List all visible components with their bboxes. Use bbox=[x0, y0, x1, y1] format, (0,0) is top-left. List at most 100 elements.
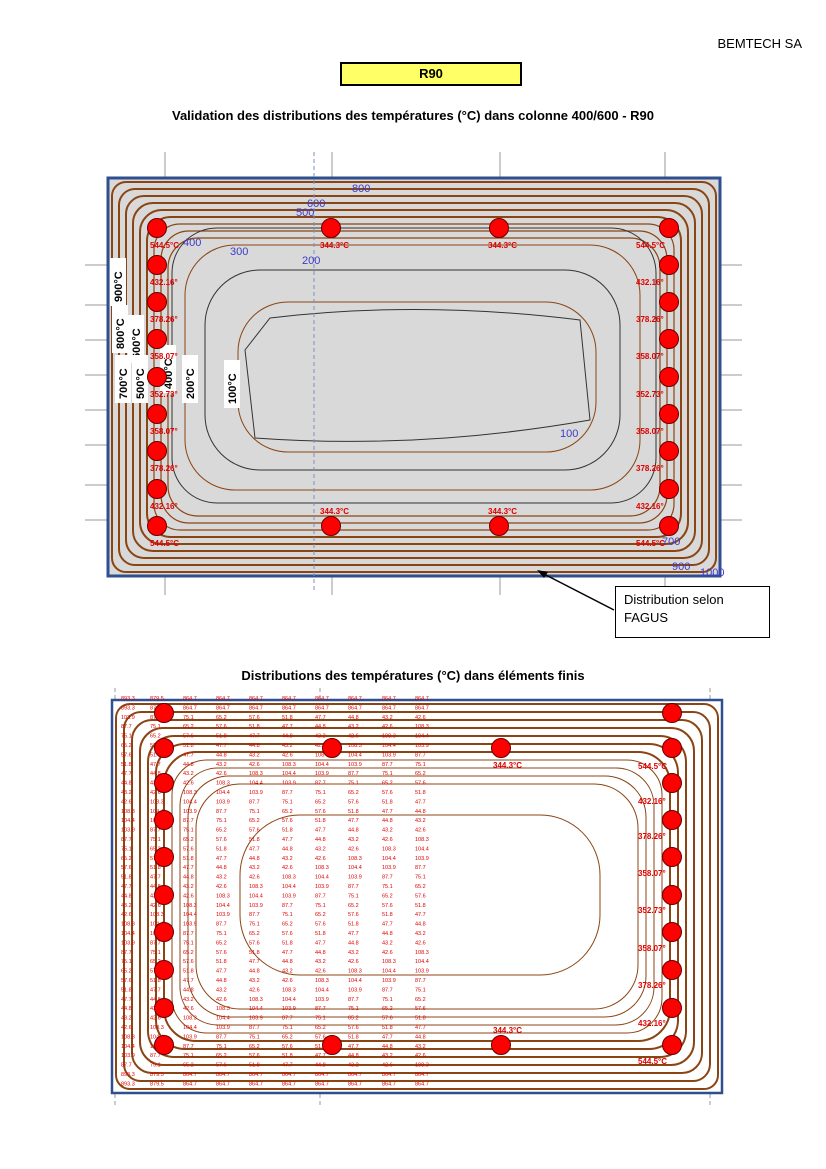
fe-value: 51.8 bbox=[415, 790, 426, 796]
fe-value: 104.4 bbox=[282, 997, 296, 1003]
temp-label-right: 378.26° bbox=[638, 981, 666, 990]
fe-value: 51.8 bbox=[382, 799, 393, 805]
fe-value: 87.7 bbox=[121, 1063, 132, 1069]
fe-value: 864.7 bbox=[183, 705, 197, 711]
fe-value: 47.7 bbox=[183, 752, 194, 758]
fe-value: 51.8 bbox=[249, 837, 260, 843]
fe-value: 108.3 bbox=[282, 875, 296, 881]
fe-value: 42.6 bbox=[415, 940, 426, 946]
rebar-dot bbox=[154, 773, 174, 793]
rebar-dot bbox=[154, 998, 174, 1018]
fe-value: 103.9 bbox=[121, 715, 135, 721]
callout-arrowhead bbox=[537, 570, 548, 578]
rebar-dot bbox=[662, 738, 682, 758]
fe-value: 87.7 bbox=[216, 1034, 227, 1040]
fe-value: 893.3 bbox=[121, 696, 135, 702]
fe-value: 47.7 bbox=[315, 1053, 326, 1059]
temp-label-right: 544.5°C bbox=[638, 1057, 667, 1066]
fe-value: 43.2 bbox=[382, 940, 393, 946]
fe-value: 103.9 bbox=[382, 865, 396, 871]
fe-value: 44.8 bbox=[348, 828, 359, 834]
fe-value: 47.7 bbox=[249, 959, 260, 965]
fe-value: 87.7 bbox=[216, 809, 227, 815]
fe-value: 104.4 bbox=[121, 931, 135, 937]
rebar-dot bbox=[321, 516, 341, 536]
fe-value: 104.4 bbox=[150, 922, 164, 928]
fe-value: 87.7 bbox=[415, 978, 426, 984]
fe-value: 87.7 bbox=[348, 884, 359, 890]
fe-value: 47.7 bbox=[183, 865, 194, 871]
fe-value: 47.7 bbox=[415, 1025, 426, 1031]
rebar-dot bbox=[662, 703, 682, 723]
fe-value: 103.9 bbox=[183, 922, 197, 928]
fe-value: 43.2 bbox=[282, 743, 293, 749]
fe-value: 864.7 bbox=[348, 1072, 362, 1078]
fe-value: 57.6 bbox=[315, 922, 326, 928]
fe-value: 42.6 bbox=[282, 978, 293, 984]
fe-value: 104.4 bbox=[216, 790, 230, 796]
fe-value: 879.5 bbox=[150, 1072, 164, 1078]
fe-value: 42.6 bbox=[183, 893, 194, 899]
fe-value: 87.7 bbox=[183, 931, 194, 937]
rebar-dot bbox=[662, 773, 682, 793]
temp-label-left: 358.07° bbox=[150, 427, 178, 436]
fe-value: 75.1 bbox=[183, 940, 194, 946]
fe-value: 864.7 bbox=[249, 696, 263, 702]
fe-value: 104.4 bbox=[216, 903, 230, 909]
fe-value: 864.7 bbox=[382, 1072, 396, 1078]
fe-value: 103.9 bbox=[216, 912, 230, 918]
fe-value: 42.6 bbox=[121, 912, 132, 918]
contour-line bbox=[244, 309, 591, 442]
fe-value: 108.3 bbox=[415, 1063, 429, 1069]
fe-value: 47.7 bbox=[315, 940, 326, 946]
fe-value: 43.2 bbox=[348, 837, 359, 843]
fe-value: 47.7 bbox=[282, 950, 293, 956]
temp-label-right: 352.73° bbox=[636, 390, 664, 399]
fe-value: 75.1 bbox=[183, 1053, 194, 1059]
fe-value: 103.9 bbox=[282, 781, 296, 787]
rebar-dot bbox=[659, 329, 679, 349]
fe-value: 108.3 bbox=[282, 987, 296, 993]
fe-value: 51.8 bbox=[282, 828, 293, 834]
fe-value: 65.2 bbox=[121, 856, 132, 862]
fe-value: 108.3 bbox=[315, 865, 329, 871]
fe-value: 104.4 bbox=[282, 771, 296, 777]
temp-label-bottom: 344.3°C bbox=[320, 507, 349, 516]
fe-value: 44.8 bbox=[216, 865, 227, 871]
fe-value: 87.7 bbox=[348, 997, 359, 1003]
fe-value: 44.8 bbox=[150, 884, 161, 890]
fe-value: 44.8 bbox=[348, 1053, 359, 1059]
contour-label: 100 bbox=[560, 428, 578, 440]
fe-value: 108.3 bbox=[216, 1006, 230, 1012]
fe-value: 51.8 bbox=[121, 762, 132, 768]
rebar-dot bbox=[147, 367, 167, 387]
fe-value: 108.3 bbox=[216, 893, 230, 899]
fe-value: 87.7 bbox=[382, 987, 393, 993]
temp-label-right: 378.26° bbox=[636, 464, 664, 473]
fe-value: 87.7 bbox=[150, 940, 161, 946]
fe-value: 103.9 bbox=[315, 884, 329, 890]
fe-value: 65.2 bbox=[415, 884, 426, 890]
fe-value: 44.8 bbox=[249, 969, 260, 975]
fe-value: 104.4 bbox=[382, 856, 396, 862]
fe-value: 44.8 bbox=[183, 987, 194, 993]
fe-value: 108.3 bbox=[249, 884, 263, 890]
fe-value: 44.8 bbox=[415, 809, 426, 815]
fe-value: 47.7 bbox=[249, 846, 260, 852]
fe-value: 87.7 bbox=[249, 1025, 260, 1031]
rebar-dot bbox=[154, 885, 174, 905]
fe-value: 108.3 bbox=[183, 790, 197, 796]
fe-value: 87.7 bbox=[415, 865, 426, 871]
side-label: 700°C bbox=[118, 368, 130, 399]
fe-value: 75.1 bbox=[216, 818, 227, 824]
temp-label-left: 544.5°C bbox=[150, 241, 179, 250]
fe-value: 57.6 bbox=[249, 1053, 260, 1059]
fe-value: 75.1 bbox=[382, 771, 393, 777]
fe-value: 108.3 bbox=[348, 856, 362, 862]
fe-value: 108.3 bbox=[415, 950, 429, 956]
side-label-box bbox=[224, 360, 240, 408]
fe-value: 51.8 bbox=[183, 969, 194, 975]
rebar-dot bbox=[659, 516, 679, 536]
rebar-dot bbox=[147, 218, 167, 238]
fe-value: 47.7 bbox=[216, 743, 227, 749]
